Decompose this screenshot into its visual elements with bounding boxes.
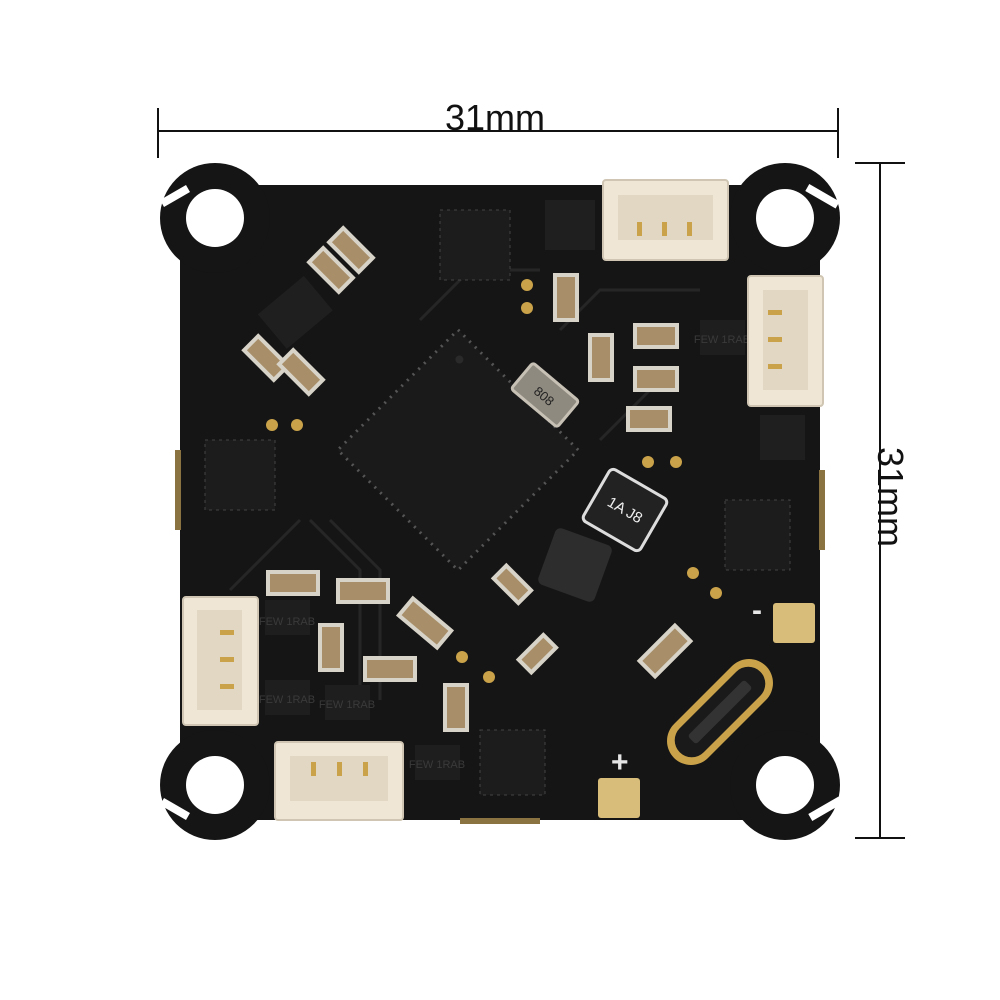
height-dimension: 31mm: [855, 162, 911, 839]
mounting-hole: [756, 184, 840, 247]
jst-connector-top: [602, 179, 729, 261]
ic-chip: [479, 729, 546, 796]
power-inductor: [538, 528, 612, 602]
flight-controller-board: 808 1A J8 FEW 1RAB FEW 1RAB FEW 1RAB FEW…: [160, 163, 843, 840]
mosfet: FEW 1RAB: [319, 685, 375, 720]
mounting-hole: [160, 185, 244, 247]
ic-chip: [724, 499, 791, 571]
svg-text:FEW 1RAB: FEW 1RAB: [409, 759, 465, 771]
jst-connector-left: [182, 596, 259, 726]
inductor: 1A J8: [581, 467, 669, 553]
usb-c-port: [667, 659, 773, 765]
width-dimension: 31mm: [157, 97, 839, 158]
svg-text:FEW 1RAB: FEW 1RAB: [259, 616, 315, 628]
mosfet: FEW 1RAB: [409, 745, 465, 780]
test-pads: [266, 279, 722, 683]
ic-chip: [545, 200, 595, 250]
svg-text:-: -: [752, 594, 762, 627]
svg-text:+: +: [611, 746, 629, 779]
mounting-hole: [160, 756, 244, 820]
crystal-oscillator: 808: [510, 362, 580, 428]
ic-chip: [439, 209, 511, 281]
width-label: 31mm: [445, 97, 545, 138]
svg-text:FEW 1RAB: FEW 1RAB: [259, 694, 315, 706]
height-label: 31mm: [870, 447, 911, 547]
svg-text:FEW 1RAB: FEW 1RAB: [319, 699, 375, 711]
ic-chip: [760, 415, 805, 460]
mounting-hole: [756, 756, 843, 821]
mosfet: FEW 1RAB: [259, 680, 315, 715]
battery-pad-negative: -: [752, 594, 815, 643]
jst-connector-bottom: [274, 741, 404, 821]
ic-chip: [257, 275, 333, 349]
jst-connector-right: [747, 275, 824, 407]
ic-chip: [204, 439, 276, 511]
mosfet: FEW 1RAB: [259, 600, 315, 635]
battery-pad-positive: +: [598, 746, 640, 818]
capacitors: [241, 225, 694, 732]
svg-text:FEW 1RAB: FEW 1RAB: [694, 334, 750, 346]
mosfet: FEW 1RAB: [694, 320, 750, 355]
